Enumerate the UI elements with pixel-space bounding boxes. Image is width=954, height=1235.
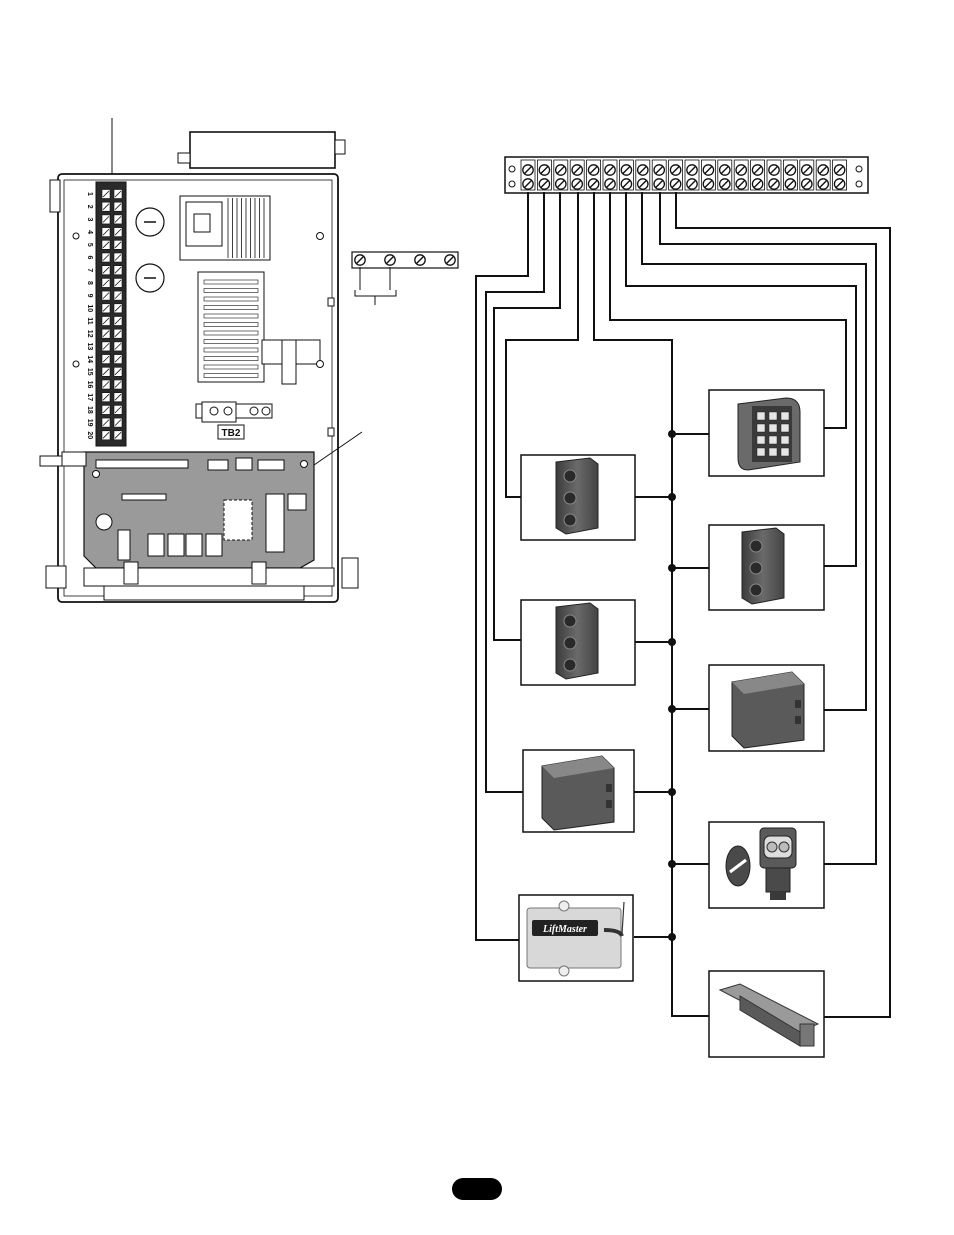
terminal-number: 11 xyxy=(86,317,93,325)
push-button-station-icon[interactable] xyxy=(521,455,635,540)
photo-eye-icon[interactable] xyxy=(709,822,824,908)
keypad-key xyxy=(781,424,789,432)
keypad-key xyxy=(781,412,789,420)
loop-detector-box-icon[interactable] xyxy=(709,665,824,751)
terminal-strip[interactable] xyxy=(505,157,868,193)
keypad-key xyxy=(781,448,789,456)
terminal-number: 6 xyxy=(86,256,93,260)
terminal-number: 7 xyxy=(86,268,93,272)
keypad-key xyxy=(757,424,765,432)
junction-box xyxy=(190,132,335,168)
keypad-key xyxy=(781,436,789,444)
terminal-screw xyxy=(355,255,365,265)
transformer-icon xyxy=(180,196,270,260)
keypad-key xyxy=(757,436,765,444)
tb2-label: TB2 xyxy=(222,428,241,439)
terminal-number: 4 xyxy=(86,230,93,234)
keypad-key xyxy=(769,448,777,456)
terminal-number: 17 xyxy=(86,393,93,401)
page-number-badge xyxy=(452,1178,502,1200)
terminal-screw xyxy=(385,255,395,265)
terminal-number: 10 xyxy=(86,304,93,312)
keypad-key xyxy=(769,412,777,420)
terminal-number: 13 xyxy=(86,343,93,351)
terminal-number: 14 xyxy=(86,355,93,363)
terminal-number: 19 xyxy=(86,419,93,427)
keypad-key xyxy=(769,424,777,432)
svg-text:LiftMaster: LiftMaster xyxy=(542,924,587,935)
terminal-screw xyxy=(415,255,425,265)
push-button-station-icon[interactable] xyxy=(709,525,824,610)
inset-terminal-block xyxy=(352,252,458,305)
heat-sink xyxy=(198,272,264,382)
keypad-key xyxy=(769,436,777,444)
radio-receiver-icon[interactable]: LiftMaster xyxy=(519,895,633,981)
terminal-screw xyxy=(445,255,455,265)
terminal-number: 3 xyxy=(86,217,93,221)
terminal-number: 1 xyxy=(86,192,93,196)
terminal-number: 15 xyxy=(86,368,93,376)
keypad-key xyxy=(757,448,765,456)
terminal-number: 9 xyxy=(86,294,93,298)
terminal-number: 16 xyxy=(86,381,93,389)
terminal-number: 5 xyxy=(86,243,93,247)
push-button-station-icon[interactable] xyxy=(521,600,635,685)
terminal-number: 8 xyxy=(86,281,93,285)
terminal-number: 18 xyxy=(86,406,93,414)
edge-sensor-icon[interactable] xyxy=(709,971,824,1057)
keypad-icon[interactable] xyxy=(709,390,824,476)
terminal-number: 20 xyxy=(86,431,93,439)
terminal-number: 12 xyxy=(86,330,93,338)
loop-detector-box-icon[interactable] xyxy=(523,750,634,832)
keypad-key xyxy=(757,412,765,420)
logic-board xyxy=(84,452,314,568)
terminal-number: 2 xyxy=(86,205,93,209)
